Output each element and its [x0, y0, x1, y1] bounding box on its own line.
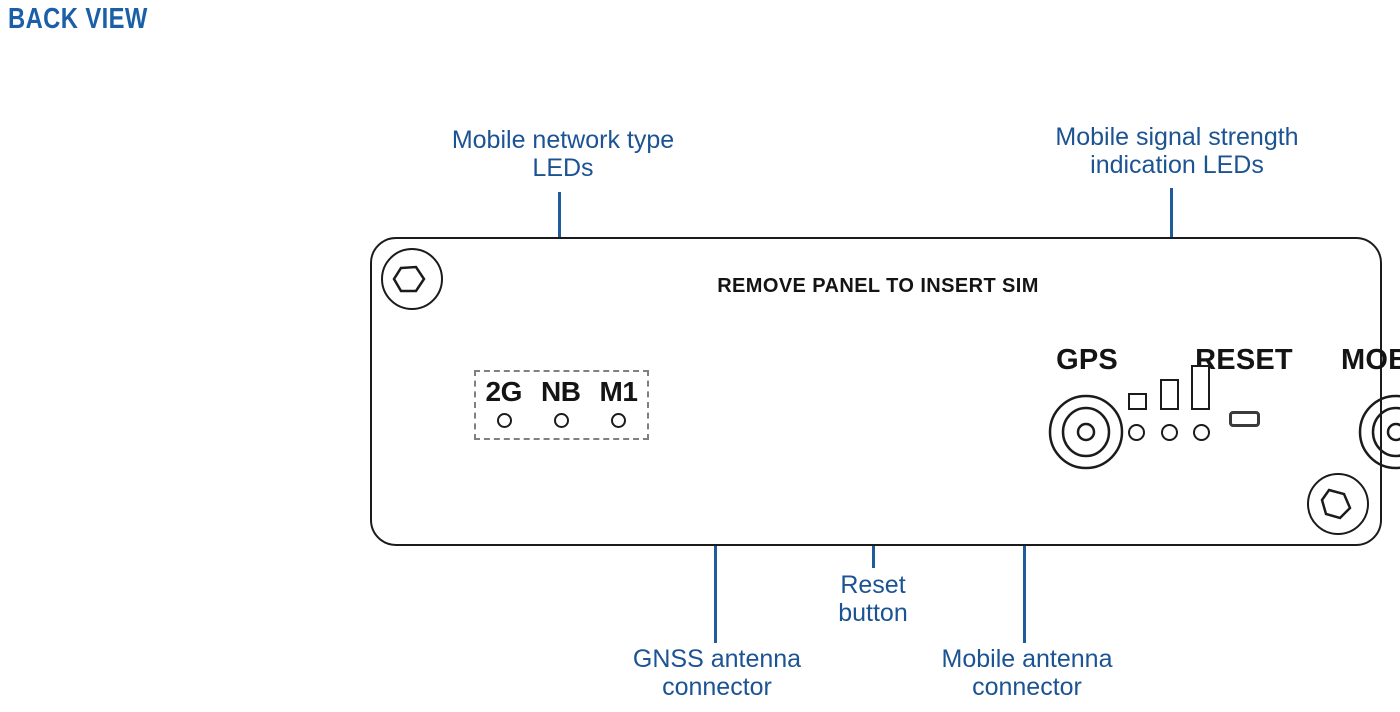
mobile-antenna-connector[interactable] [1358, 394, 1400, 470]
network-led-label-2g: 2G [485, 376, 523, 407]
gnss-antenna-connector[interactable] [1048, 394, 1124, 470]
screw-top-left [381, 248, 443, 310]
port-label-mobile: MOBILE [1341, 344, 1400, 376]
device-back-panel: REMOVE PANEL TO INSERT SIM GPS RESET MOB… [370, 237, 1400, 546]
signal-bar-2 [1159, 379, 1179, 410]
signal-strength-leds [1128, 424, 1210, 441]
hex-socket-icon [392, 265, 426, 293]
callout-label-reset-button: Reset button [838, 571, 908, 627]
network-led-m1 [611, 413, 626, 428]
sim-notice-text: REMOVE PANEL TO INSERT SIM [717, 275, 1039, 297]
signal-strength-bars [1128, 365, 1210, 410]
network-type-led-group: 2G NB M1 [474, 370, 649, 440]
hex-socket-icon [1320, 488, 1352, 520]
signal-led-3 [1193, 424, 1210, 441]
callout-label-mobile-antenna-connector: Mobile antenna connector [941, 645, 1113, 701]
network-led-label-nb: NB [541, 376, 581, 407]
coax-connector-icon [1048, 394, 1124, 470]
signal-strength-indicator [1128, 365, 1210, 441]
signal-led-1 [1128, 424, 1145, 441]
network-led-2g [497, 413, 512, 428]
callout-label-network-type-leds: Mobile network type LEDs [451, 126, 675, 182]
leader-line-mobile-antenna-connector [1023, 468, 1026, 643]
leader-line-gnss-antenna-connector [714, 468, 717, 643]
port-label-reset: RESET [1195, 344, 1293, 376]
network-type-led-indicators [476, 413, 647, 428]
callout-label-gnss-antenna-connector: GNSS antenna connector [632, 645, 802, 701]
reset-button[interactable] [1229, 411, 1260, 427]
network-led-label-m1: M1 [599, 376, 638, 407]
signal-bar-3 [1191, 365, 1210, 410]
network-type-led-labels: 2G NB M1 [476, 376, 647, 408]
port-label-gps: GPS [1056, 344, 1118, 376]
network-led-nb [554, 413, 569, 428]
page-title: BACK VIEW [8, 3, 148, 35]
screw-bottom-right [1307, 473, 1369, 535]
coax-connector-icon [1358, 394, 1400, 470]
signal-led-2 [1160, 424, 1178, 441]
callout-label-signal-strength-leds: Mobile signal strength indication LEDs [1055, 123, 1299, 179]
signal-bar-1 [1128, 393, 1147, 410]
